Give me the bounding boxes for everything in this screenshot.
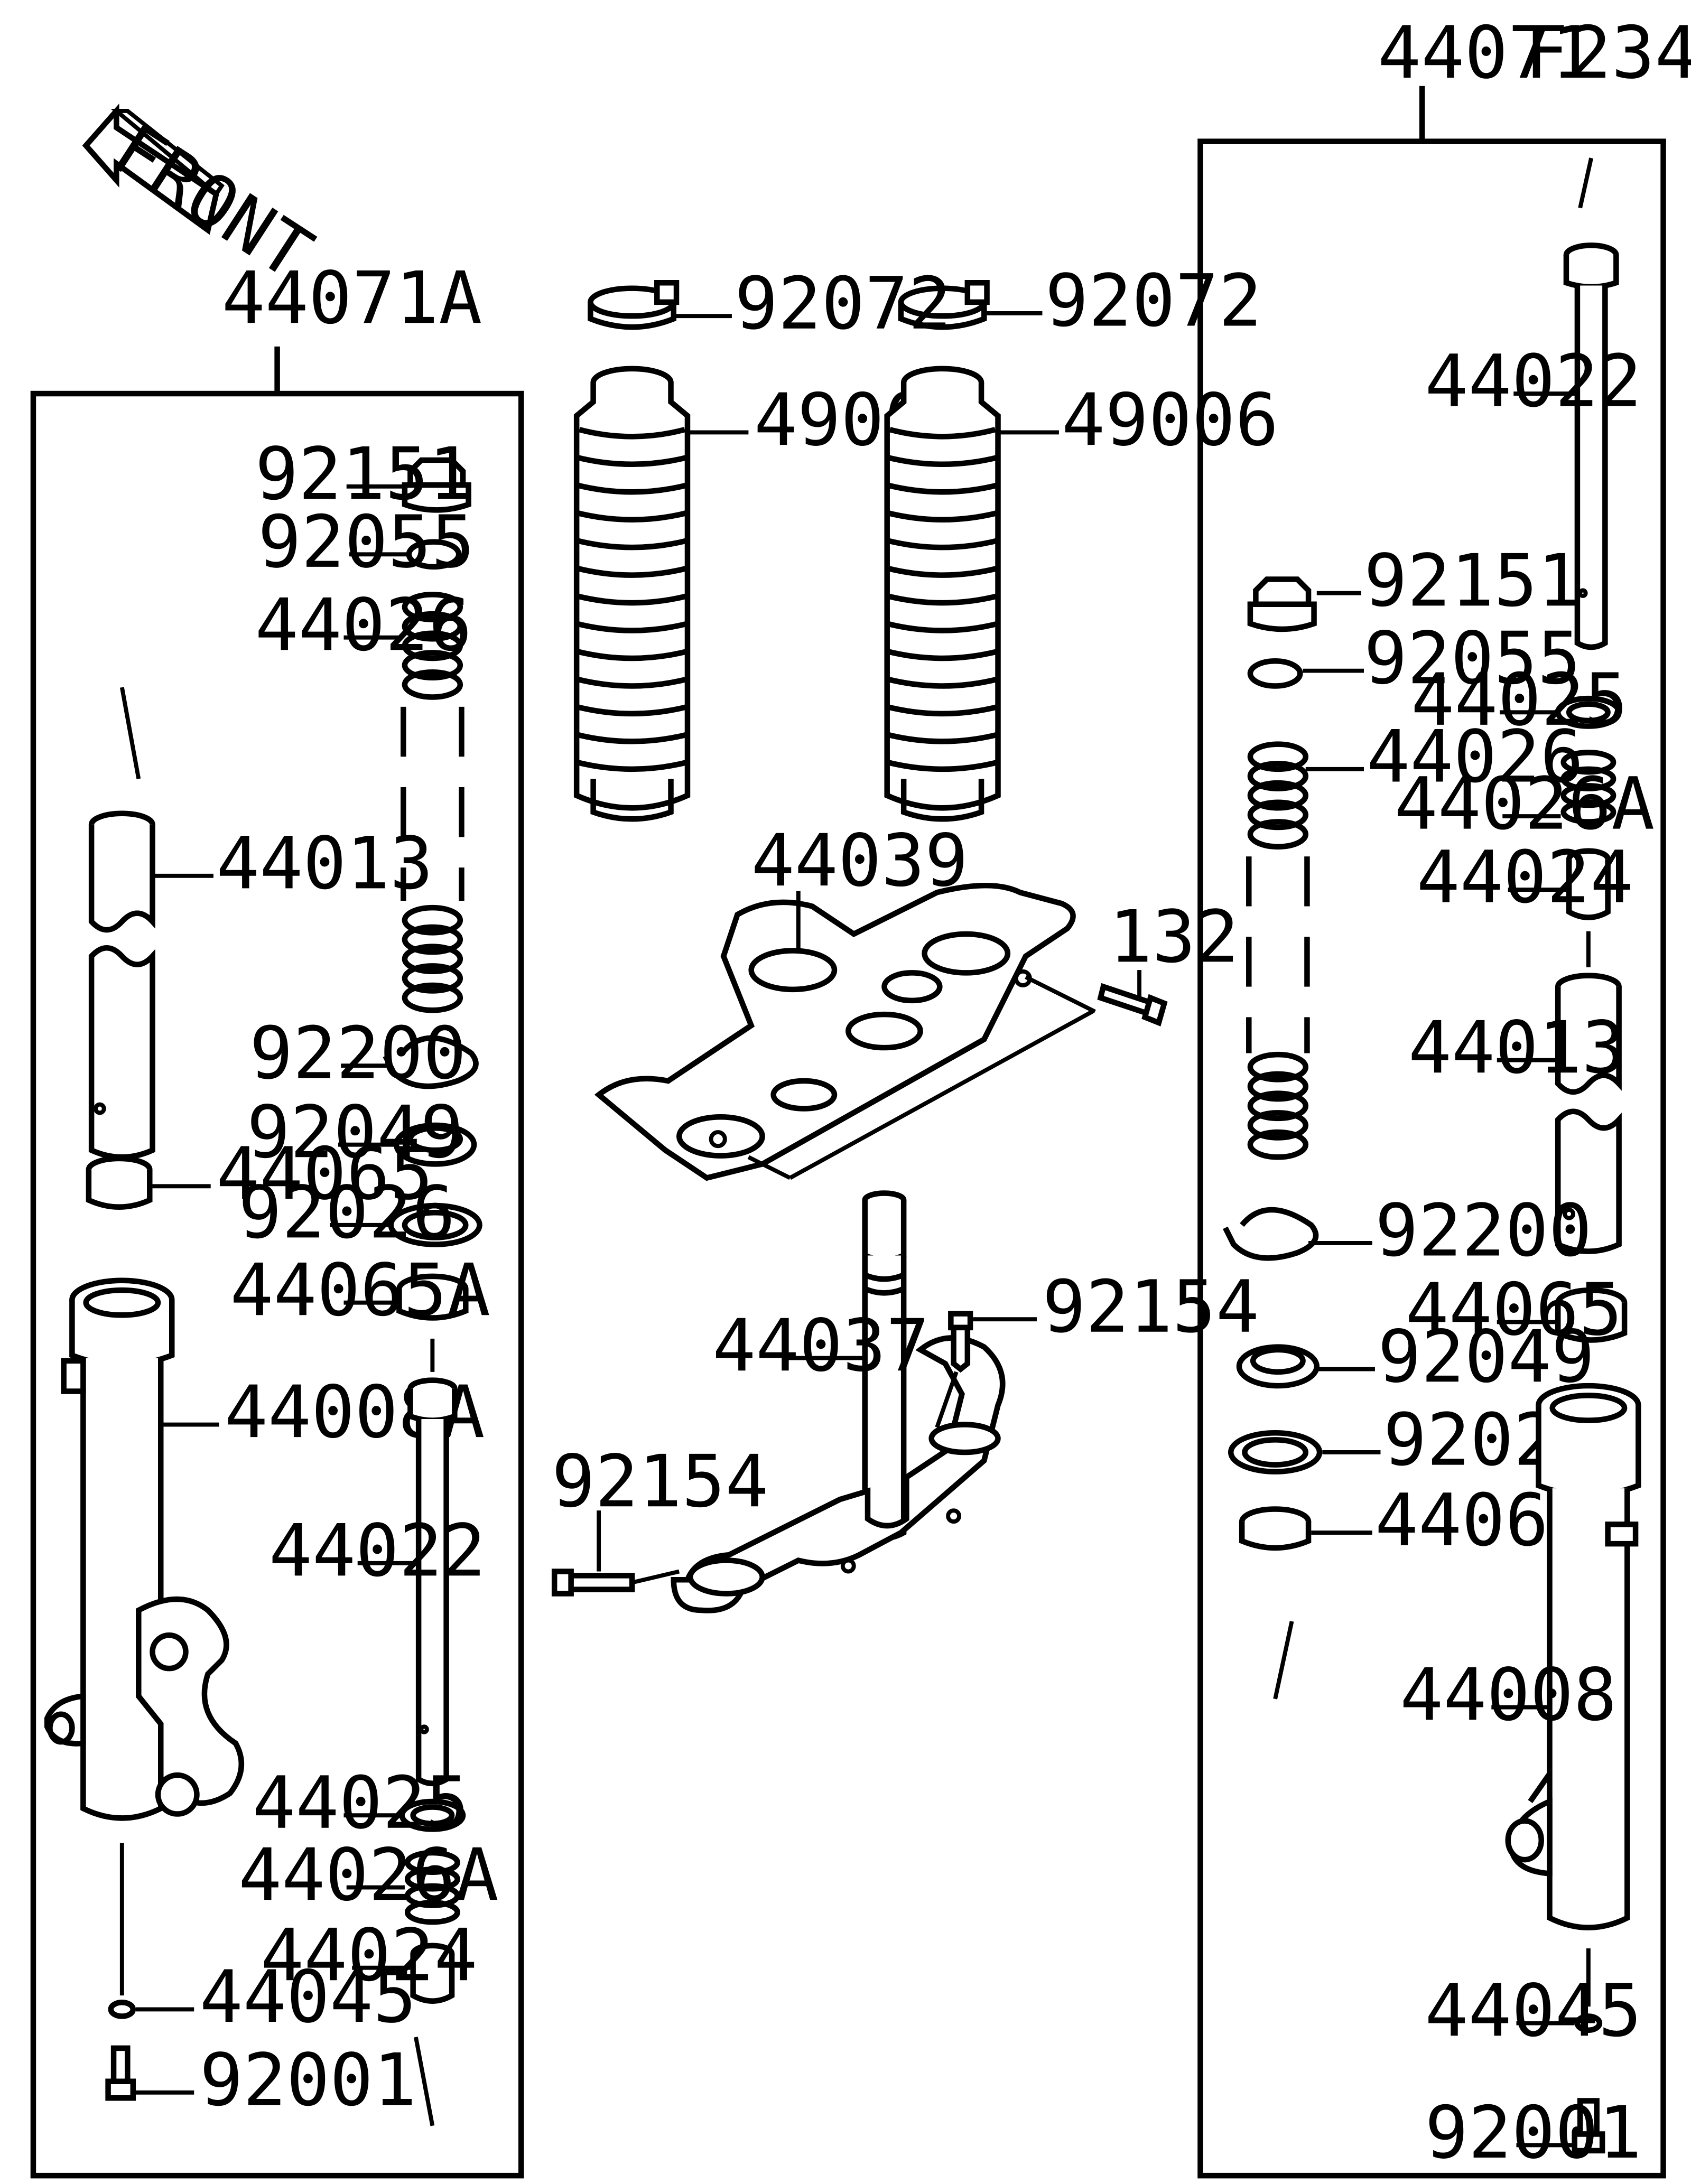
cap-bolt-92151-left bbox=[402, 457, 471, 513]
steering-stem-44037 bbox=[671, 1190, 1006, 1613]
bolt-132 bbox=[1097, 983, 1168, 1026]
label-44013-right: 44013 bbox=[1408, 1006, 1625, 1090]
bolt-92001-right bbox=[1572, 2098, 1605, 2154]
label-92072-a: 92072 bbox=[735, 262, 952, 346]
gasket-44045-left bbox=[108, 2000, 136, 2019]
fork-boot-49006-a bbox=[573, 366, 691, 822]
label-44025-left: 44025 bbox=[252, 1761, 469, 1845]
label-92001-left: 92001 bbox=[200, 2038, 417, 2122]
oil-seal-92049-right bbox=[1236, 1344, 1320, 1389]
label-44039: 44039 bbox=[751, 819, 969, 903]
label-44026-right: 44026 bbox=[1367, 715, 1584, 799]
damper-rod-44022-right bbox=[1563, 157, 1619, 650]
bolt-92154-upper bbox=[948, 1311, 973, 1373]
label-92055-right: 92055 bbox=[1364, 617, 1581, 701]
fork-spring-44026-right bbox=[1246, 741, 1310, 1160]
label-92200-left: 92200 bbox=[249, 1012, 467, 1096]
oil-lock-piece-44024-left bbox=[410, 1943, 455, 2004]
spring-44026A-right bbox=[1560, 750, 1616, 825]
right-group-label: 44071 bbox=[1378, 11, 1595, 95]
label-44026A-left: 44026A bbox=[238, 1833, 499, 1917]
label-44065A-left: 44065A bbox=[230, 1248, 490, 1332]
bushing-44065A-left bbox=[396, 1273, 469, 1321]
washer-92026-right bbox=[1228, 1430, 1323, 1474]
label-44045-right: 44045 bbox=[1425, 1969, 1642, 2053]
oil-lock-piece-44024-right bbox=[1566, 848, 1611, 920]
upper-bracket-44039 bbox=[594, 883, 1076, 1181]
gasket-44045-right bbox=[1574, 2013, 1603, 2033]
o-ring-92055-right bbox=[1247, 658, 1303, 689]
label-92049-left: 92049 bbox=[247, 1090, 464, 1174]
label-92026-left: 92026 bbox=[238, 1171, 456, 1255]
circlip-92200-right bbox=[1222, 1207, 1319, 1261]
inner-tube-44013-left bbox=[88, 687, 155, 1160]
label-44013-left: 44013 bbox=[216, 822, 433, 906]
label-44025-right: 44025 bbox=[1411, 658, 1628, 742]
spring-44026A-left bbox=[404, 1850, 460, 1925]
diagram-code: F2340 bbox=[1525, 11, 1691, 95]
label-44024-left: 44024 bbox=[261, 1914, 478, 1998]
label-44022-right: 44022 bbox=[1425, 340, 1642, 424]
label-92049-right: 92049 bbox=[1378, 1315, 1595, 1399]
label-44024-right: 44024 bbox=[1417, 836, 1634, 920]
fork-spring-44026-left bbox=[401, 592, 464, 1013]
outer-tube-44008A-left bbox=[44, 1277, 244, 1821]
label-92151-left: 92151 bbox=[255, 432, 472, 516]
label-44065-right: 44065 bbox=[1406, 1268, 1623, 1352]
label-49006-b: 49006 bbox=[1062, 378, 1279, 462]
label-92055-left: 92055 bbox=[258, 500, 475, 584]
label-44045-left: 44045 bbox=[200, 1955, 417, 2039]
damper-rod-44022-left bbox=[407, 1377, 458, 1787]
label-92001-right: 92001 bbox=[1425, 2091, 1642, 2175]
bushing-44065-left bbox=[86, 1155, 153, 1210]
cap-bolt-92151-right bbox=[1247, 576, 1317, 632]
label-92154-upper: 92154 bbox=[1042, 1265, 1259, 1349]
left-group-label: 44071A bbox=[222, 256, 482, 340]
label-132: 132 bbox=[1109, 895, 1239, 979]
label-44026A-right: 44026A bbox=[1395, 762, 1655, 846]
label-92072-b: 92072 bbox=[1045, 259, 1262, 343]
label-92200-right: 92200 bbox=[1375, 1189, 1592, 1273]
label-44022-left: 44022 bbox=[269, 1509, 486, 1593]
inner-tube-44013-right bbox=[1555, 973, 1622, 1254]
circlip-92200-left bbox=[383, 1035, 479, 1089]
bushing-44065A-right bbox=[1239, 1506, 1312, 1551]
label-44008-right: 44008 bbox=[1400, 1653, 1617, 1737]
boot-clamp-92072-a bbox=[588, 279, 680, 330]
label-44065-left: 44065 bbox=[216, 1132, 433, 1216]
label-92151-right: 92151 bbox=[1364, 539, 1581, 623]
label-44037: 44037 bbox=[712, 1304, 930, 1388]
bushing-44065-right bbox=[1555, 1287, 1628, 1343]
bolt-92001-left bbox=[105, 2045, 136, 2101]
label-44026-left: 44026 bbox=[255, 583, 472, 667]
label-92154-lower: 92154 bbox=[552, 1440, 769, 1524]
outer-tube-44008-right bbox=[1505, 1383, 1641, 1930]
fork-boot-49006-b bbox=[884, 366, 1001, 822]
bolt-92154-lower bbox=[551, 1569, 635, 1597]
boot-clamp-92072-b bbox=[898, 279, 990, 330]
right-fork-assembly-box bbox=[1197, 138, 1666, 2179]
